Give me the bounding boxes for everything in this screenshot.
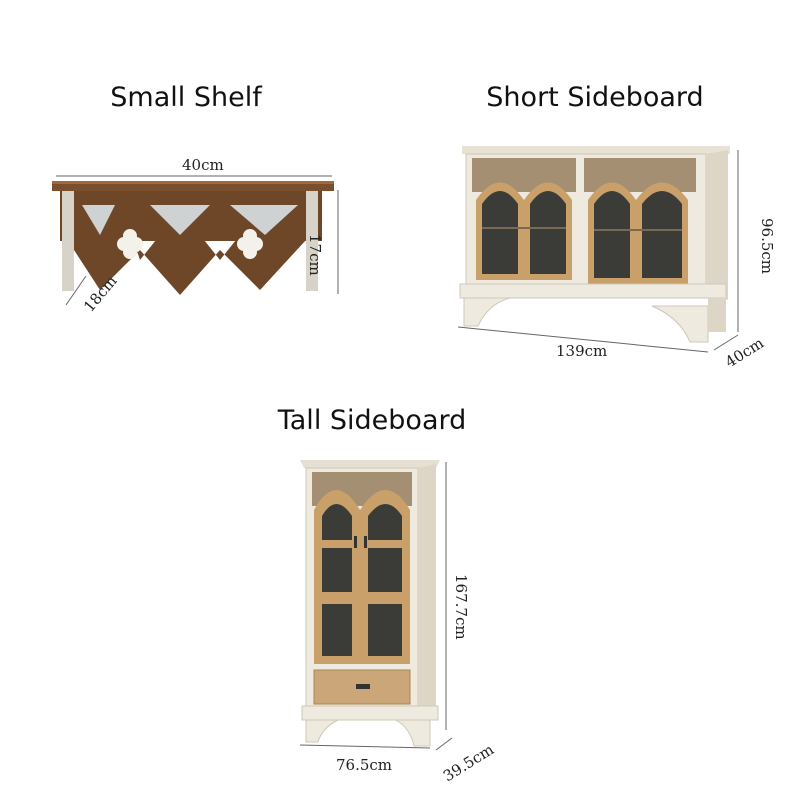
small-shelf-title: Small Shelf bbox=[110, 82, 262, 113]
small-shelf-image bbox=[52, 175, 339, 306]
short-sideboard-image bbox=[457, 146, 739, 353]
tall-sideboard-height-label: 167.7cm bbox=[452, 574, 470, 640]
tall-sideboard-image bbox=[299, 460, 453, 751]
small-shelf-width-label: 40cm bbox=[182, 156, 224, 174]
tall-sideboard-title: Tall Sideboard bbox=[277, 405, 467, 436]
small-shelf-height-label: 17cm bbox=[306, 234, 324, 276]
short-sideboard-title: Short Sideboard bbox=[486, 82, 704, 113]
short-sideboard-height-label: 96.5cm bbox=[758, 218, 776, 275]
tall-sideboard-width-label: 76.5cm bbox=[336, 756, 393, 774]
short-sideboard-width-label: 139cm bbox=[556, 342, 608, 360]
